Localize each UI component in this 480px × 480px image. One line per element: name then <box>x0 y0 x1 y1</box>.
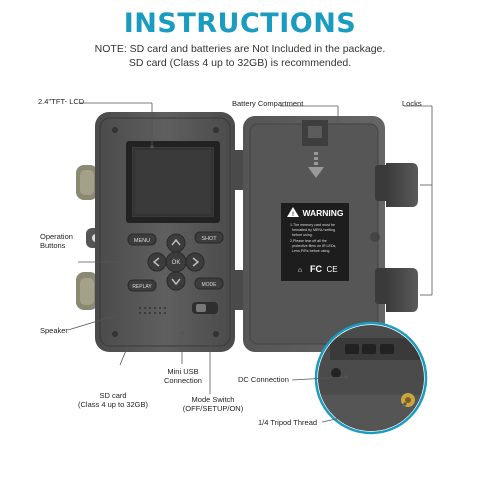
label-battery-compartment: Battery Compartment <box>232 99 304 108</box>
callout-lines <box>67 102 433 423</box>
label-speaker: Speaker <box>40 326 68 335</box>
warning-line-5: protective films on IR LEDs, <box>292 244 336 248</box>
warning-title: WARNING <box>302 208 343 218</box>
warning-line-6: Lens,PIRs before using. <box>292 249 330 253</box>
label-lcd: 2.4''TFT- LCD <box>38 97 85 106</box>
label-usb-line-1: Mini USB <box>167 367 199 376</box>
mode-button-label: MODE <box>202 282 218 288</box>
label-sd-line-1: SD card <box>99 391 127 400</box>
label-sd-line-2: (Class 4 up to 32GB) <box>77 399 149 409</box>
warning-line-4: 2.Please tear off all the <box>290 239 327 243</box>
warning-line-1: 1.The memory card must be <box>290 223 335 227</box>
svg-text:⌂: ⌂ <box>298 267 302 274</box>
label-mode-line-2: (OFF/SETUP/ON) <box>182 403 244 413</box>
svg-text:CE: CE <box>326 265 337 274</box>
svg-text:!: ! <box>292 212 294 218</box>
page-title: INSTRUCTIONS <box>123 8 357 39</box>
locks <box>375 163 418 312</box>
label-mode-line-1: Mode Switch <box>191 395 235 404</box>
label-operation-line-2: Buttons <box>40 240 66 250</box>
label-mini-usb: Mini USB Connection <box>152 367 214 385</box>
certification-marks: ⌂ FC CE <box>298 264 338 274</box>
label-operation-line-1: Operation <box>40 232 73 241</box>
label-operation-buttons: Operation Buttons <box>40 232 73 250</box>
lcd-screen <box>132 147 214 217</box>
operation-buttons <box>127 231 224 292</box>
svg-text:FC: FC <box>310 264 322 274</box>
label-mode-switch: Mode Switch (OFF/SETUP/ON) <box>178 395 248 413</box>
ok-button-label: OK <box>172 260 181 266</box>
warning-line-3: before using. <box>292 233 313 237</box>
note-line-1: NOTE: SD card and batteries are Not Incl… <box>94 43 386 55</box>
label-locks: Locks <box>402 99 422 108</box>
note-line-2: SD card (Class 4 up to 32GB) is recommen… <box>128 57 352 69</box>
menu-button-label: MENU <box>134 238 150 244</box>
shot-button-label: SHOT <box>201 236 217 242</box>
side-strap-knobs <box>76 165 98 310</box>
speaker-grille <box>139 307 166 314</box>
replay-button-label: REPLAY <box>132 284 152 290</box>
label-sd-card: SD card (Class 4 up to 32GB) <box>63 391 163 409</box>
label-usb-line-2: Connection <box>164 375 202 385</box>
arrow-down-icon <box>308 152 324 178</box>
warning-line-2: formatted by MENU setting <box>292 228 335 232</box>
label-tripod-thread: 1/4 Tripod Thread <box>258 418 318 427</box>
screws <box>112 127 219 337</box>
label-dc-connection: DC Connection <box>238 375 289 384</box>
